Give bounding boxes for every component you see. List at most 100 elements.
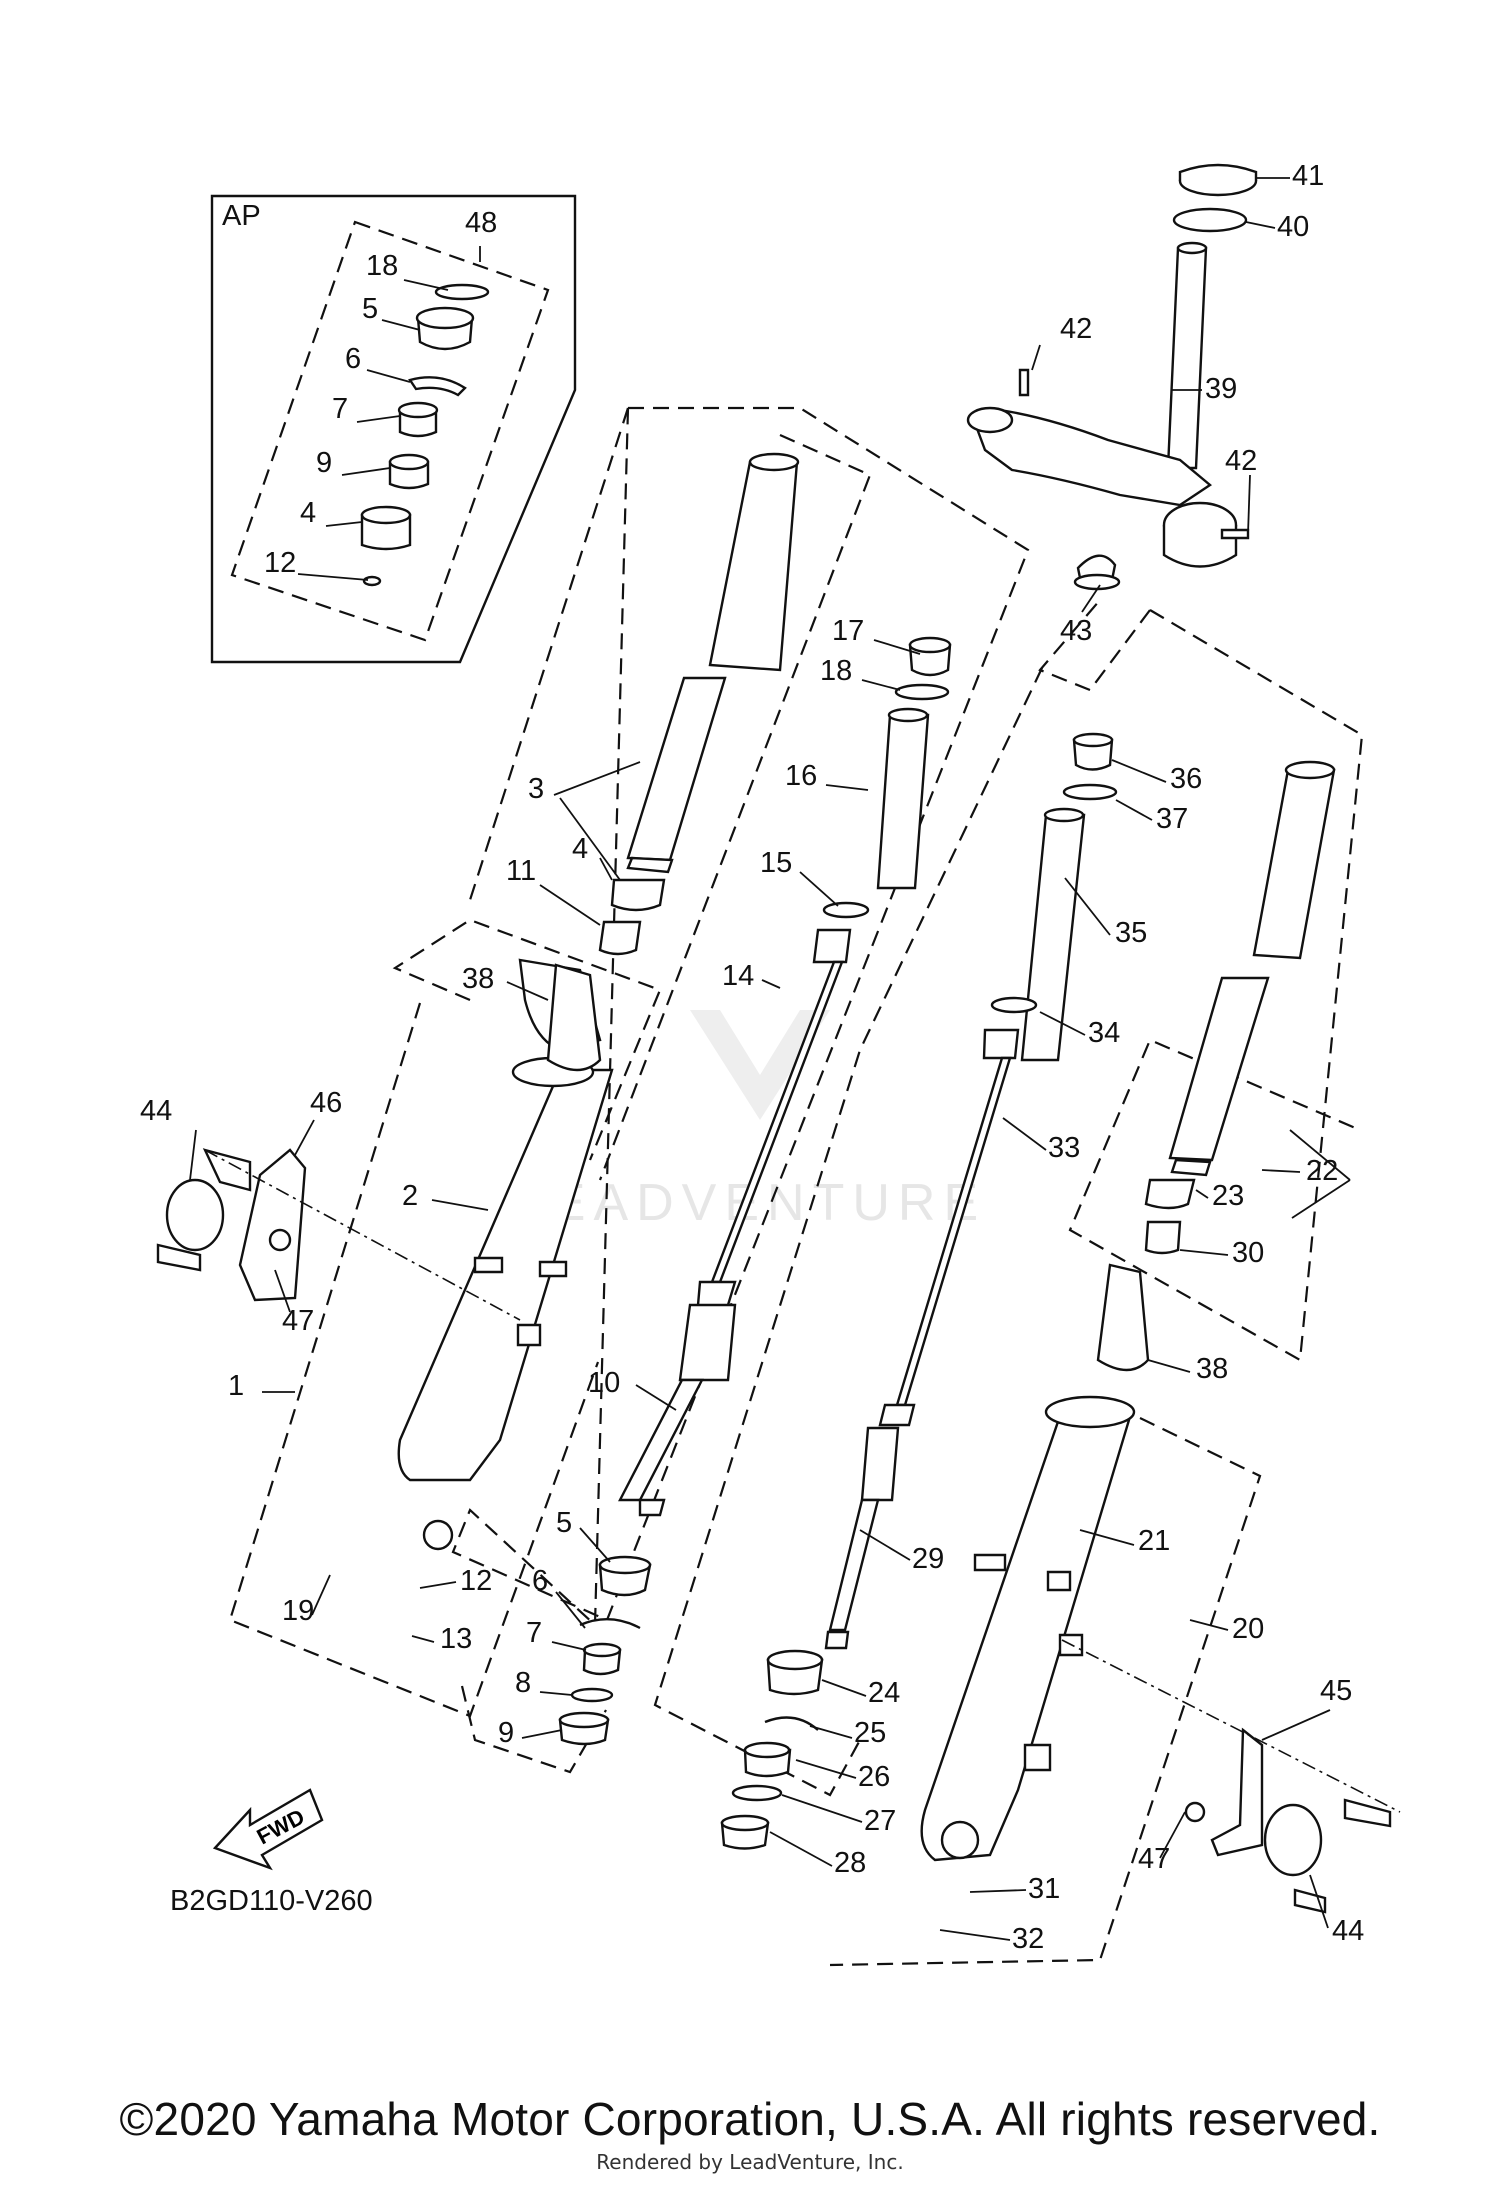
leader-line [1261, 1709, 1331, 1741]
right-damper-parts [720, 732, 1118, 1850]
leader-line [1309, 1874, 1329, 1929]
leader-line [419, 1581, 457, 1589]
part-callout-29: 29 [912, 1543, 944, 1575]
part-callout-9: 9 [316, 447, 332, 479]
leader-line [969, 1889, 1027, 1893]
leader-line [311, 1574, 331, 1616]
part-callout-3: 3 [528, 773, 544, 805]
leader-line [403, 279, 449, 291]
part-callout-15: 15 [760, 847, 792, 879]
part-callout-39: 39 [1205, 373, 1237, 405]
part-callout-38: 38 [462, 963, 494, 995]
leader-line [506, 981, 549, 1001]
rendered-by-text: Rendered by LeadVenture, Inc. [596, 2150, 904, 2174]
part-callout-16: 16 [785, 760, 817, 792]
left-bracket [156, 1148, 307, 1302]
leader-line [761, 979, 781, 989]
leader-line [1159, 1811, 1186, 1859]
part-callout-6: 6 [532, 1565, 548, 1597]
leader-line [861, 679, 901, 691]
ap-kit-box: AP [210, 194, 577, 664]
leader-line [411, 1635, 435, 1643]
leader-line [1064, 877, 1111, 936]
leader-line [1002, 1117, 1047, 1151]
part-callout-24: 24 [868, 1677, 900, 1709]
part-callout-27: 27 [864, 1805, 896, 1837]
copyright-text: ©2020 Yamaha Motor Corporation, U.S.A. A… [119, 2093, 1381, 2145]
part-callout-10: 10 [588, 1367, 620, 1399]
part-callout-4: 4 [572, 833, 588, 865]
leader-line [635, 1384, 677, 1411]
leader-line [769, 1831, 833, 1867]
leader-line [551, 1641, 587, 1651]
leader-line [521, 1729, 563, 1739]
part-callout-7: 7 [526, 1617, 542, 1649]
part-callout-33: 33 [1048, 1132, 1080, 1164]
leader-line [341, 467, 391, 476]
leader-line [821, 1679, 867, 1697]
leader-line [1245, 221, 1276, 229]
leader-line [1079, 1529, 1135, 1546]
leader-line [579, 1527, 611, 1563]
part-callout-32: 32 [1012, 1923, 1044, 1955]
part-callout-13: 13 [440, 1623, 472, 1655]
fwd-arrow-icon: FWD [212, 1788, 324, 1871]
leader-line [795, 1759, 857, 1779]
leader-line [1179, 1249, 1229, 1256]
leader-line [539, 884, 601, 926]
part-callout-25: 25 [854, 1717, 886, 1749]
right-outer-tube [920, 1395, 1136, 1862]
part-callout-45: 45 [1320, 1675, 1352, 1707]
leader-line [356, 415, 401, 423]
ap-box-label: AP [222, 200, 261, 232]
leader-line [809, 1725, 853, 1739]
part-callout-40: 40 [1277, 211, 1309, 243]
part-callout-19: 19 [282, 1595, 314, 1627]
leader-line [859, 1529, 911, 1561]
part-callout-9: 9 [498, 1717, 514, 1749]
part-callout-31: 31 [1028, 1873, 1060, 1905]
part-callout-30: 30 [1232, 1237, 1264, 1269]
leader-line [873, 639, 921, 655]
left-outer-tube [397, 958, 614, 1551]
leader-line [297, 573, 369, 581]
part-callout-4: 4 [300, 497, 316, 529]
leader-line [1195, 1189, 1209, 1199]
steering-stem [966, 163, 1258, 591]
part-callout-2: 2 [402, 1180, 418, 1212]
leader-line [1147, 1359, 1191, 1373]
leader-line [431, 1199, 489, 1211]
part-callout-20: 20 [1232, 1613, 1264, 1645]
part-callout-35: 35 [1115, 917, 1147, 949]
part-callout-38: 38 [1196, 1353, 1228, 1385]
right-outer-tube-box [829, 1417, 1262, 1967]
part-callout-7: 7 [332, 393, 348, 425]
leader-line [781, 1794, 863, 1823]
part-callout-23: 23 [1212, 1180, 1244, 1212]
part-callout-28: 28 [834, 1847, 866, 1879]
leader-line [559, 797, 621, 881]
right-bracket [1184, 1727, 1392, 1914]
part-callout-41: 41 [1292, 160, 1324, 192]
leader-line [599, 857, 613, 881]
part-callout-12: 12 [460, 1565, 492, 1597]
leader-line [381, 319, 421, 331]
leader-line [1189, 1619, 1229, 1631]
part-callout-5: 5 [362, 293, 378, 325]
part-callout-36: 36 [1170, 763, 1202, 795]
leader-line [1291, 1179, 1351, 1219]
part-callout-34: 34 [1088, 1017, 1120, 1049]
leader-line [825, 784, 869, 791]
diagram-code: B2GD110-V260 [170, 1885, 373, 1917]
leader-lines [189, 177, 1351, 1941]
leader-line [1247, 474, 1251, 535]
part-callout-37: 37 [1156, 803, 1188, 835]
part-callout-46: 46 [310, 1087, 342, 1119]
left-inner-tube-box [451, 406, 1030, 1628]
part-callout-42: 42 [1060, 313, 1092, 345]
part-callout-18: 18 [820, 655, 852, 687]
right-inner-tube [1144, 760, 1336, 1255]
leader-line [274, 1269, 291, 1313]
